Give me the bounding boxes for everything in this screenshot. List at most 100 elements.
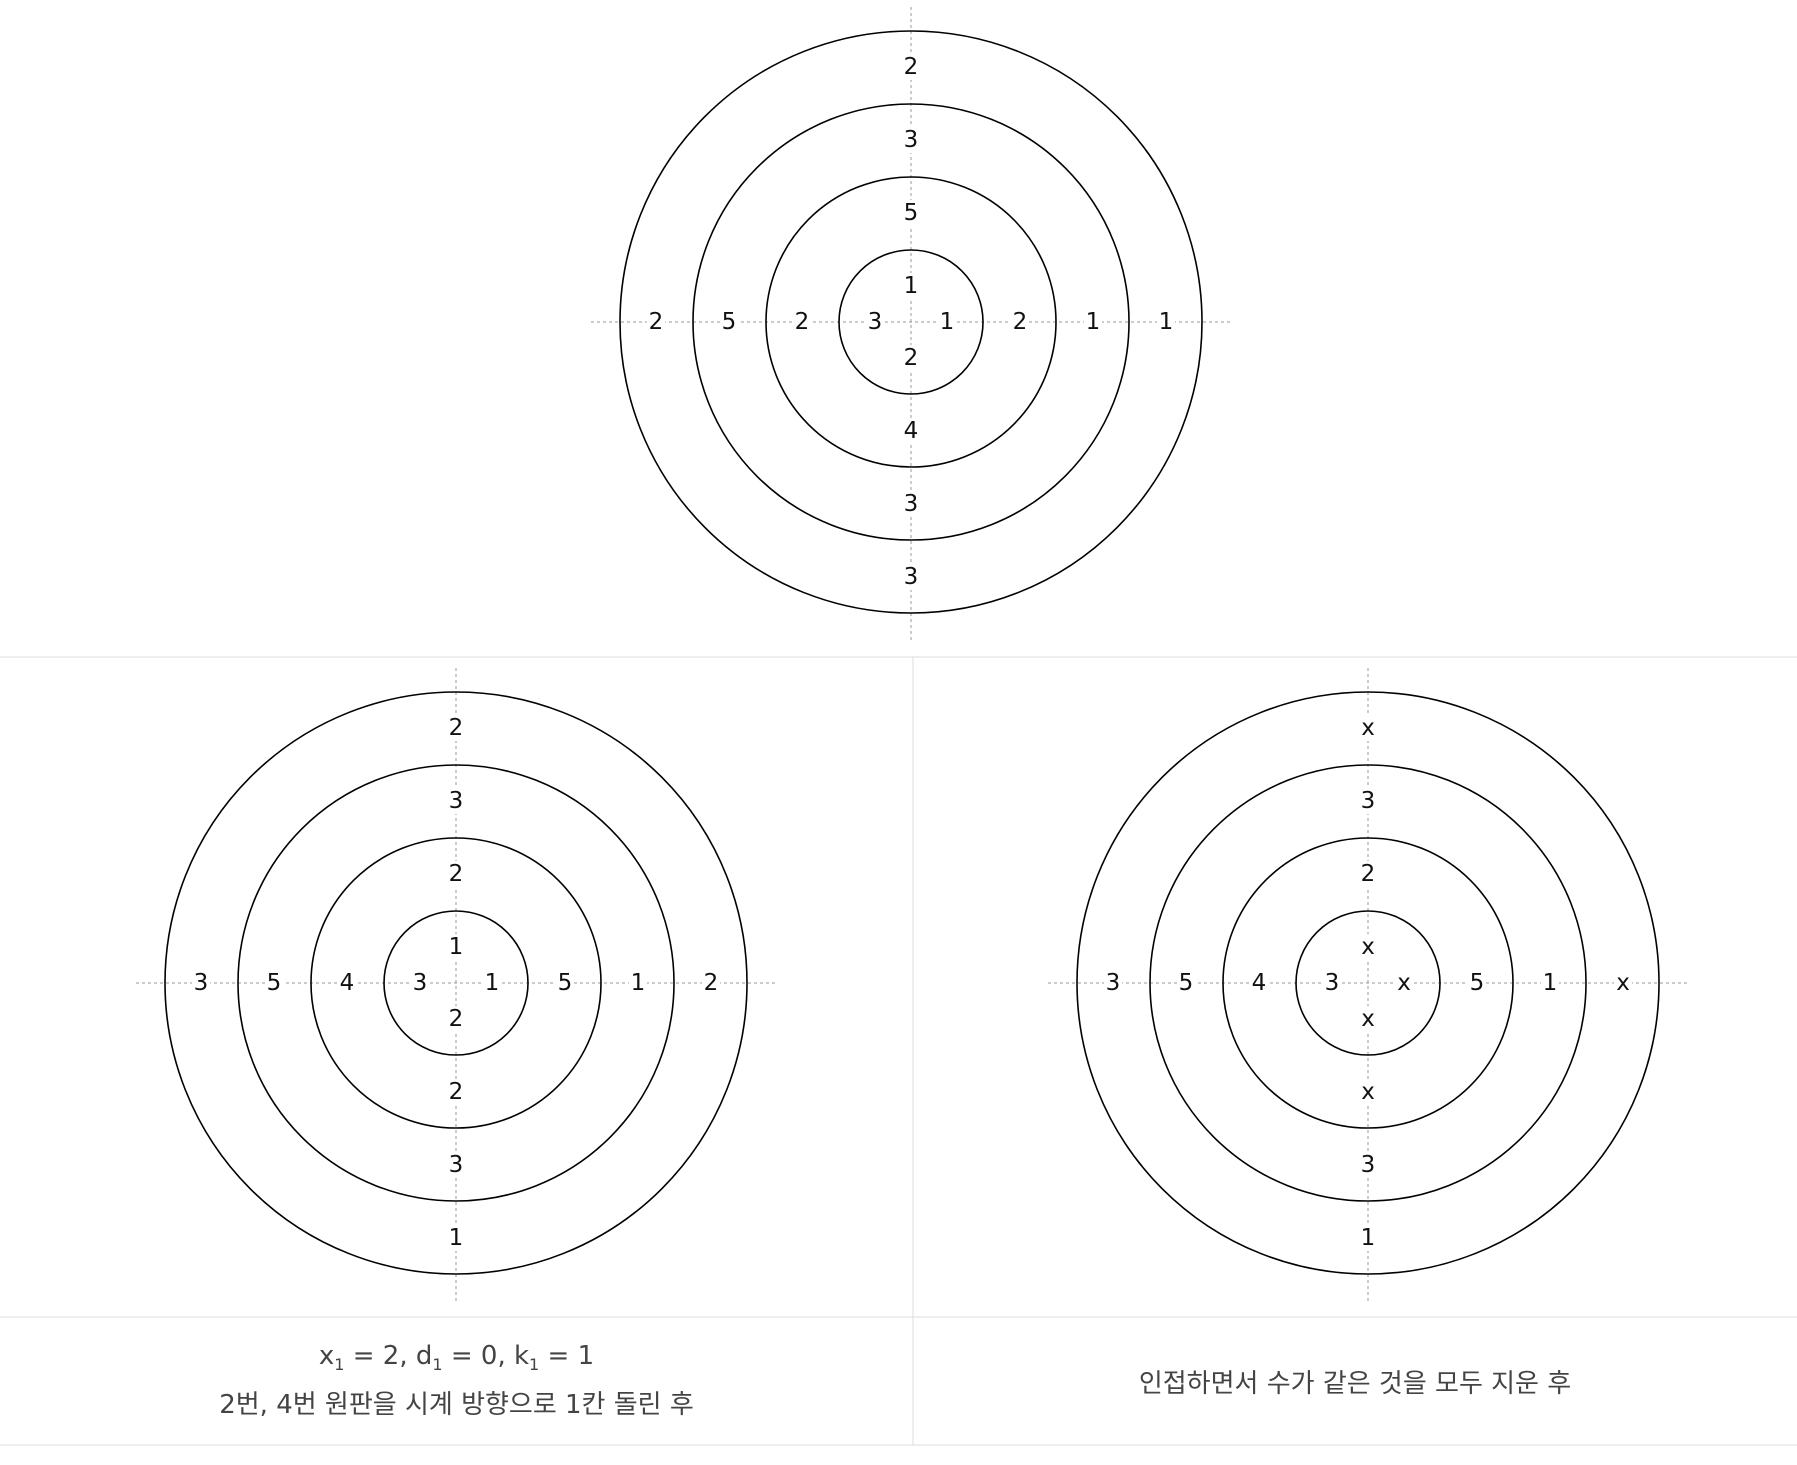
disk-4-right-value: 2 <box>704 970 719 996</box>
disk-1-left-value: 3 <box>413 970 428 996</box>
disk-4-ring <box>619 30 1203 614</box>
value-backdrop <box>1359 1079 1377 1105</box>
disk-4-right-value: 1 <box>1159 309 1174 335</box>
disk-4-ring <box>1076 691 1660 1275</box>
value-backdrop <box>338 970 356 996</box>
value-backdrop <box>1177 970 1195 996</box>
value-backdrop <box>902 345 920 371</box>
disk-3-top-value: 3 <box>904 127 919 153</box>
value-backdrop <box>1614 970 1632 996</box>
disk-3-left-value: 5 <box>722 309 737 335</box>
value-backdrop <box>447 1152 465 1178</box>
value-backdrop <box>447 788 465 814</box>
disk-2-ring <box>1222 837 1514 1129</box>
value-backdrop <box>192 970 210 996</box>
disk-1-right-value: 1 <box>940 309 955 335</box>
value-backdrop <box>902 491 920 517</box>
value-backdrop <box>447 934 465 960</box>
value-backdrop <box>556 970 574 996</box>
value-backdrop <box>447 715 465 741</box>
disk-2-right-value: 5 <box>1470 970 1485 996</box>
disk-3-top-value: 3 <box>1361 788 1376 814</box>
value-backdrop <box>447 861 465 887</box>
disk-4-bottom-value: 1 <box>449 1225 464 1251</box>
disk-3-ring <box>692 103 1130 541</box>
value-backdrop <box>1359 934 1377 960</box>
value-backdrop <box>1359 861 1377 887</box>
value-backdrop <box>1541 970 1559 996</box>
rotation-description: 2번, 4번 원판을 시계 방향으로 1칸 돌린 후 <box>219 1390 694 1420</box>
disk-4-top-value: x <box>1361 715 1375 741</box>
disk-4-right-value: x <box>1616 970 1630 996</box>
disk-3-left-value: 5 <box>267 970 282 996</box>
value-backdrop <box>265 970 283 996</box>
value-backdrop <box>1359 1006 1377 1032</box>
disk-1-right-value: 1 <box>485 970 500 996</box>
disk-3-right-value: 1 <box>1543 970 1558 996</box>
value-backdrop <box>938 309 956 335</box>
value-backdrop <box>702 970 720 996</box>
disk-4-top-value: 2 <box>449 715 464 741</box>
value-backdrop <box>793 309 811 335</box>
disk-2-top-value: 2 <box>1361 861 1376 887</box>
value-backdrop <box>1468 970 1486 996</box>
disk-2-top-value: 5 <box>904 200 919 226</box>
disk-1-ring <box>1295 910 1441 1056</box>
value-backdrop <box>411 970 429 996</box>
disk-1-right-value: x <box>1397 970 1411 996</box>
disk-1-bottom-value: 2 <box>904 345 919 371</box>
disk-1-left-value: 3 <box>868 309 883 335</box>
value-backdrop <box>447 1225 465 1251</box>
disk-2-ring <box>765 176 1057 468</box>
disk-2-bottom-value: x <box>1361 1079 1375 1105</box>
removal-description: 인접하면서 수가 같은 것을 모두 지운 후 <box>1138 1368 1572 1399</box>
disk-3-ring <box>237 764 675 1202</box>
rotation-parameters: x1 = 2, d1 = 0, k1 = 1 <box>318 1340 595 1374</box>
disk-2-top-value: 2 <box>449 861 464 887</box>
rotation-caption: x1 = 2, d1 = 0, k1 = 1 2번, 4번 원판을 시계 방향으… <box>0 1317 913 1445</box>
disk-3-bottom-value: 3 <box>449 1152 464 1178</box>
disk-3-ring <box>1149 764 1587 1202</box>
disk-2-ring <box>310 837 602 1129</box>
disk-4-left-value: 3 <box>1106 970 1121 996</box>
value-backdrop <box>1011 309 1029 335</box>
disk-2-right-value: 2 <box>1013 309 1028 335</box>
disk-2-left-value: 4 <box>1252 970 1267 996</box>
value-backdrop <box>720 309 738 335</box>
value-backdrop <box>902 200 920 226</box>
disk-3-bottom-value: 3 <box>1361 1152 1376 1178</box>
disk-4-bottom-value: 1 <box>1361 1225 1376 1251</box>
disk-4-bottom-value: 3 <box>904 564 919 590</box>
disk-1-top-value: 1 <box>904 273 919 299</box>
value-backdrop <box>1359 788 1377 814</box>
disk-2-bottom-value: 4 <box>904 418 919 444</box>
disk-4-left-value: 3 <box>194 970 209 996</box>
disk-1-bottom-value: x <box>1361 1006 1375 1032</box>
value-backdrop <box>1395 970 1413 996</box>
disk-3-right-value: 1 <box>1086 309 1101 335</box>
disk-3-bottom-value: 3 <box>904 491 919 517</box>
disk-1-top-value: x <box>1361 934 1375 960</box>
value-backdrop <box>447 1006 465 1032</box>
disk-1-bottom-value: 2 <box>449 1006 464 1032</box>
removal-caption: 인접하면서 수가 같은 것을 모두 지운 후 <box>913 1317 1797 1445</box>
disk-3-left-value: 5 <box>1179 970 1194 996</box>
value-backdrop <box>902 54 920 80</box>
disk-3-top-value: 3 <box>449 788 464 814</box>
value-backdrop <box>447 1079 465 1105</box>
value-backdrop <box>902 564 920 590</box>
disk-1-ring <box>838 249 984 395</box>
disk-3-right-value: 1 <box>631 970 646 996</box>
value-backdrop <box>1104 970 1122 996</box>
value-backdrop <box>866 309 884 335</box>
value-backdrop <box>902 418 920 444</box>
disk-2-left-value: 4 <box>340 970 355 996</box>
disk-1-top-value: 1 <box>449 934 464 960</box>
disk-2-right-value: 5 <box>558 970 573 996</box>
value-backdrop <box>483 970 501 996</box>
